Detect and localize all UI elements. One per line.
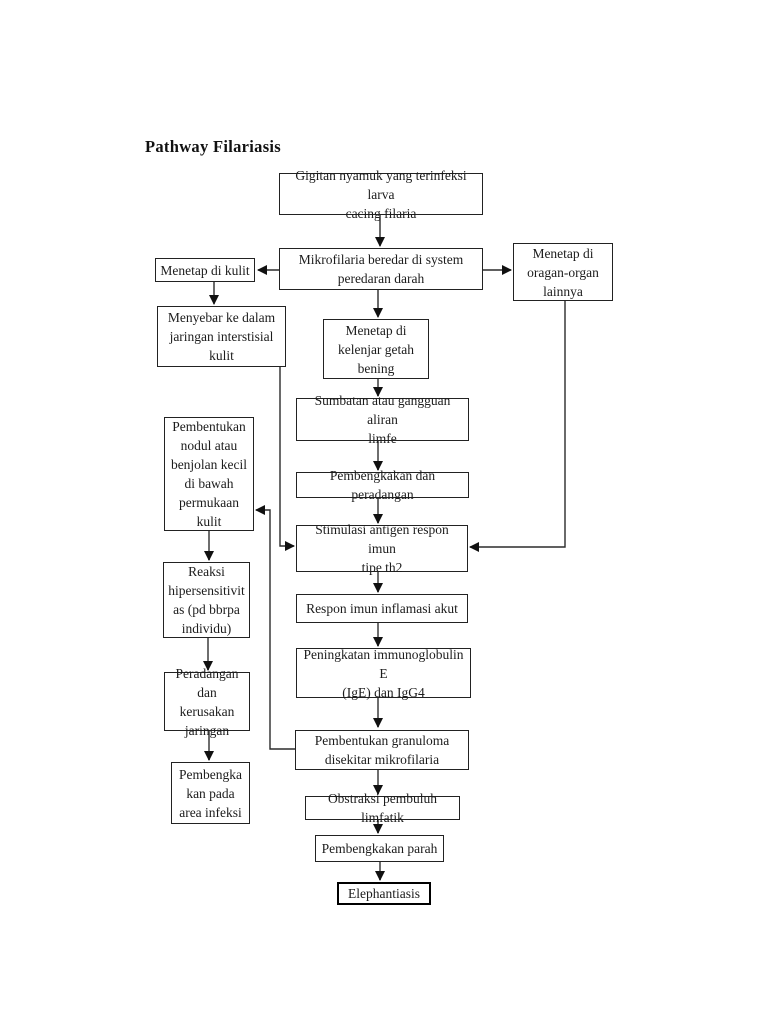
- node-reaksi-hipersensitivitas: Reaksi hipersensitivit as (pd bbrpa indi…: [163, 562, 250, 638]
- edge-menetap-organ-to-stimulasi: [469, 301, 566, 552]
- edge-menyebar-to-stimulasi: [279, 367, 295, 551]
- node-menetap-di-kulit: Menetap di kulit: [155, 258, 255, 282]
- node-pembengkakan-parah: Pembengkakan parah: [315, 835, 444, 862]
- node-peningkatan-ige-igg4: Peningkatan immunoglobulin E (IgE) dan I…: [296, 647, 471, 700]
- node-menyebar-jaringan-interstisial: Menyebar ke dalam jaringan interstisial …: [157, 306, 286, 367]
- node-peradangan-kerusakan-jaringan: Peradangan dan kerusakan jaringan: [164, 666, 250, 738]
- node-pembentukan-granuloma: Pembentukan granuloma disekitar mikrofil…: [295, 730, 469, 770]
- node-pembentukan-nodul: Pembentukan nodul atau benjolan kecil di…: [164, 417, 254, 531]
- node-gigitan-nyamuk: Gigitan nyamuk yang terinfeksi larva cac…: [279, 168, 483, 221]
- node-sumbatan-aliran-limfe: Sumbatan atau gangguan aliran limfe: [296, 393, 469, 446]
- node-obstraksi-pembuluh-limfatik: Obstraksi pembuluh limfatik: [305, 791, 460, 825]
- node-stimulasi-antigen-th2: Stimulasi antigen respon imun tipe th2: [296, 522, 468, 575]
- node-mikrofilaria-beredar: Mikrofilaria beredar di system peredaran…: [279, 248, 483, 290]
- node-elephantiasis: Elephantiasis: [337, 882, 431, 905]
- edge-granuloma-to-nodul: [255, 505, 295, 750]
- node-pembengkakan-dan-peradangan: Pembengkakan dan peradangan: [296, 468, 469, 502]
- node-menetap-organ-lain: Menetap di oragan-organ lainnya: [513, 243, 613, 301]
- node-respon-imun-inflamasi-akut: Respon imun inflamasi akut: [296, 594, 468, 623]
- page-title: Pathway Filariasis: [145, 137, 282, 156]
- node-pembengkakan-area-infeksi: Pembengka kan pada area infeksi: [171, 762, 250, 824]
- node-menetap-kelenjar-getah-bening: Menetap di kelenjar getah bening: [323, 319, 429, 379]
